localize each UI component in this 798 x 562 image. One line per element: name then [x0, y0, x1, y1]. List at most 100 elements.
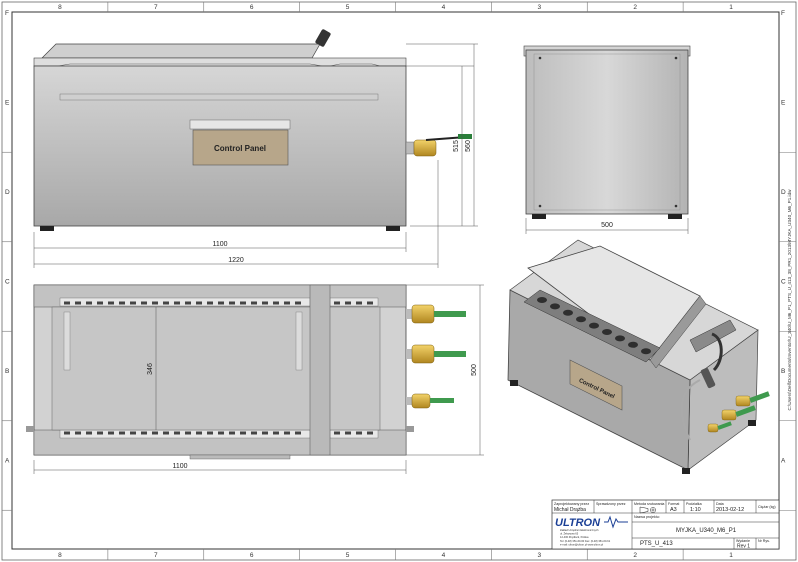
zone-number-top: 5: [346, 4, 350, 11]
project-label: Nazwa projektu:: [634, 515, 660, 519]
iso-spray-gun: [700, 367, 716, 389]
top-brush: [207, 301, 213, 305]
project-value: MYJKA_U340_M6_P1: [676, 528, 737, 534]
top-dim-500: 500: [471, 364, 478, 376]
top-brush: [295, 431, 301, 435]
top-brush: [240, 301, 246, 305]
drawing-number: PTS_U_413: [640, 541, 673, 547]
zone-number-bottom: 5: [346, 552, 350, 559]
iso-ball-valves: [707, 391, 770, 433]
zone-number-top: 7: [154, 4, 158, 11]
zone-number-top: 1: [729, 4, 733, 11]
top-brush: [367, 431, 373, 435]
revision-value: Rev 1: [737, 544, 750, 550]
isometric-view: Control Panel: [507, 239, 770, 474]
sheet-label: Nr Rys.: [758, 539, 770, 543]
top-brush: [108, 301, 114, 305]
revision-label: Wydanie: [736, 539, 750, 543]
front-dim-1220: 1220: [228, 257, 244, 264]
iso-brush: [589, 322, 599, 329]
date-label: Data: [716, 502, 724, 506]
top-brush: [141, 301, 147, 305]
zone-number-top: 3: [538, 4, 542, 11]
zone-number-top: 6: [250, 4, 254, 11]
top-brush: [152, 431, 158, 435]
zone-number-top: 4: [442, 4, 446, 11]
top-brush: [64, 301, 70, 305]
zone-number-bottom: 1: [729, 552, 733, 559]
iso-brush: [641, 348, 651, 355]
zone-number-top: 2: [633, 4, 637, 11]
top-brush: [97, 431, 103, 435]
zone-number-bottom: 6: [250, 552, 254, 559]
zone-number-bottom: 2: [633, 552, 637, 559]
top-brush: [64, 431, 70, 435]
zone-number-top: 8: [58, 4, 62, 11]
top-brush: [75, 301, 81, 305]
weight-label: Ciężar (kg): [758, 505, 776, 509]
iso-brush: [537, 297, 547, 303]
iso-brush: [628, 341, 638, 348]
zone-letter-left: E: [5, 99, 10, 106]
top-brush: [284, 431, 290, 435]
top-brush: [185, 431, 191, 435]
front-lid: [41, 43, 321, 59]
format-value: A3: [670, 507, 677, 513]
top-brush: [86, 431, 92, 435]
format-label: Format: [668, 502, 679, 506]
front-control-panel: [192, 129, 289, 166]
logo-wave-icon: [604, 515, 628, 529]
zone-letter-right: A: [781, 457, 786, 464]
top-brush: [367, 301, 373, 305]
top-view: 1100 346 500: [26, 284, 484, 474]
top-brush: [334, 431, 340, 435]
company-info-line: ul. Żelazowa 65: [560, 531, 579, 536]
top-ball-valves: [406, 304, 466, 409]
zone-letter-right: E: [781, 99, 786, 106]
front-control-panel-label: Control Panel: [214, 144, 266, 153]
top-brush: [97, 301, 103, 305]
top-brush: [218, 431, 224, 435]
top-brush: [218, 301, 224, 305]
company-info-line: 12-400 Zbydłock, Polska: [560, 535, 589, 539]
scale-value: 1:10: [690, 507, 701, 513]
top-brush: [75, 431, 81, 435]
top-brush: [141, 431, 147, 435]
zone-letter-left: B: [5, 368, 9, 375]
top-brush: [273, 431, 279, 435]
iso-control-panel: [569, 359, 623, 411]
top-brush: [174, 301, 180, 305]
company-info-line: Tel: (0-48) 351-60-60 Fax: (0-48) 351-60…: [560, 539, 611, 543]
top-brush: [174, 431, 180, 435]
front-dim-515: 515: [453, 140, 460, 152]
top-brush: [356, 301, 362, 305]
zone-letter-right: B: [781, 368, 785, 375]
top-brush: [251, 301, 257, 305]
top-brush: [196, 431, 202, 435]
top-brush: [273, 301, 279, 305]
top-brush: [262, 301, 268, 305]
top-dim-346: 346: [147, 363, 154, 375]
drawn-by: Michał Drążba: [554, 507, 586, 513]
zone-number-bottom: 8: [58, 552, 62, 559]
zone-letter-right: D: [781, 189, 786, 196]
top-brush: [163, 301, 169, 305]
top-brush: [207, 431, 213, 435]
top-brush: [345, 431, 351, 435]
top-brush: [251, 431, 257, 435]
top-brush: [108, 431, 114, 435]
top-brush: [119, 431, 125, 435]
top-brush: [130, 431, 136, 435]
lid-handle: [315, 29, 331, 47]
iso-brush: [576, 316, 586, 323]
zone-letter-left: D: [5, 189, 10, 196]
top-brush: [334, 301, 340, 305]
zone-number-bottom: 4: [442, 552, 446, 559]
top-brush: [152, 301, 158, 305]
iso-brush: [615, 335, 625, 342]
top-brush: [119, 301, 125, 305]
front-dim-1100: 1100: [212, 241, 227, 248]
side-tank-body: [525, 49, 689, 215]
front-ball-valve: [405, 134, 472, 157]
